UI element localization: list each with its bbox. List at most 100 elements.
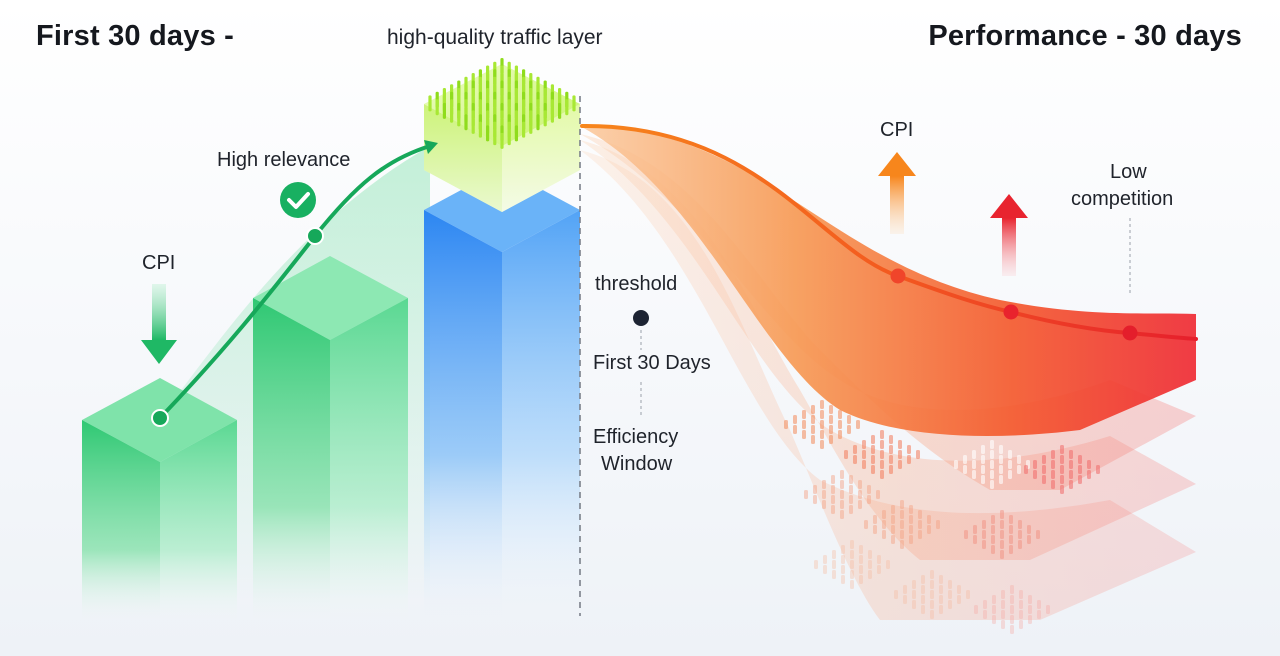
ribbon-dot	[990, 460, 994, 469]
ribbon-dot	[868, 570, 872, 579]
ribbon-dot	[841, 565, 845, 574]
ribbon-dot	[858, 480, 862, 489]
ribbon-dot	[882, 520, 886, 529]
ribbon-dot	[981, 475, 985, 484]
ribbon-dot	[1000, 520, 1004, 529]
ribbon-dot	[1069, 450, 1073, 459]
ribbon-dot	[880, 430, 884, 439]
cube-pin	[543, 110, 547, 127]
ribbon-dot	[973, 535, 977, 544]
ribbon-dot	[982, 540, 986, 549]
cube-pin	[565, 99, 569, 116]
low-competition-label-line1: Low	[1110, 161, 1147, 183]
ribbon-dot	[957, 595, 961, 604]
ribbon-dot	[898, 440, 902, 449]
ribbon-dot	[829, 415, 833, 424]
ribbon-dot	[822, 480, 826, 489]
ribbon-dot	[873, 515, 877, 524]
ribbon-dot	[903, 595, 907, 604]
ribbon-dot	[784, 420, 788, 429]
cube-pin	[536, 114, 540, 131]
ribbon-dot	[939, 575, 943, 584]
ribbon-dot	[990, 480, 994, 489]
ribbon-dot	[1017, 455, 1021, 464]
ribbon-dot	[918, 520, 922, 529]
ribbon-dot	[990, 470, 994, 479]
ribbon-dot	[974, 605, 978, 614]
ribbon-dot	[850, 580, 854, 589]
cube-pin	[486, 125, 490, 142]
ribbon-dot	[823, 565, 827, 574]
cube-pin	[442, 102, 446, 119]
ribbon-dot	[867, 495, 871, 504]
ribbon-dot	[1001, 610, 1005, 619]
ribbon-dot	[900, 530, 904, 539]
ribbon-dot	[889, 465, 893, 474]
ribbon-dot	[1027, 535, 1031, 544]
ribbon-dot	[886, 560, 890, 569]
check-circle-icon	[280, 182, 316, 218]
ribbon-dot	[1087, 470, 1091, 479]
ribbon-dot	[1019, 590, 1023, 599]
ribbon-dot	[1078, 455, 1082, 464]
ribbon-dot	[999, 445, 1003, 454]
ribbon-dot	[909, 515, 913, 524]
ribbon-dot	[1028, 615, 1032, 624]
ribbon-dot	[972, 450, 976, 459]
ribbon-dot	[831, 495, 835, 504]
ribbon-dot	[1008, 450, 1012, 459]
ribbon-dot	[853, 445, 857, 454]
ribbon-dot	[873, 525, 877, 534]
ribbon-dot	[841, 555, 845, 564]
cube-pin	[529, 117, 533, 134]
threshold-point	[633, 310, 649, 326]
ribbon-dot	[921, 575, 925, 584]
threshold-label: threshold	[595, 273, 678, 295]
ribbon-dot	[859, 555, 863, 564]
ribbon-dot	[898, 450, 902, 459]
ribbon-dot	[1028, 605, 1032, 614]
ribbon-dot	[1087, 460, 1091, 469]
ribbon-dot	[840, 470, 844, 479]
ribbon-dot	[849, 495, 853, 504]
ribbon-dot	[991, 535, 995, 544]
ribbon-dot	[1096, 465, 1100, 474]
ribbon-dot	[859, 565, 863, 574]
ribbon-dot	[912, 600, 916, 609]
ribbon-dot	[858, 500, 862, 509]
cube-pin	[558, 102, 562, 119]
ribbon-dot	[1042, 465, 1046, 474]
ribbon-dot	[900, 520, 904, 529]
ribbon-dot	[1051, 480, 1055, 489]
ribbon-dot	[1024, 465, 1028, 474]
ribbon-dot	[880, 460, 884, 469]
ribbon-dot	[889, 445, 893, 454]
cube-pin	[457, 110, 461, 127]
relevance-curve-arrowhead	[424, 140, 438, 154]
ribbon-dot	[858, 490, 862, 499]
ribbon-dot	[1060, 445, 1064, 454]
ribbon-dot	[991, 515, 995, 524]
green-bar-short	[82, 378, 237, 620]
low-competition-label-line2: competition	[1071, 188, 1174, 210]
ribbon-dot	[820, 410, 824, 419]
ribbon-dot	[1051, 450, 1055, 459]
ribbon-dot	[856, 420, 860, 429]
ribbon-dot	[1069, 480, 1073, 489]
ribbon-dot	[957, 585, 961, 594]
ribbon-dot	[882, 510, 886, 519]
ribbon-dot	[877, 555, 881, 564]
cube-pin	[514, 125, 518, 142]
ribbon-dot	[963, 455, 967, 464]
ribbon-dot	[891, 515, 895, 524]
ribbon-dot	[868, 550, 872, 559]
ribbon-dot	[891, 505, 895, 514]
cube-pin	[435, 99, 439, 116]
ribbon-dot	[1019, 620, 1023, 629]
ribbon-dot	[871, 445, 875, 454]
cube-pin	[464, 114, 468, 131]
ribbon-dot	[844, 450, 848, 459]
ribbon-dot	[1018, 520, 1022, 529]
ribbon-dot	[802, 420, 806, 429]
